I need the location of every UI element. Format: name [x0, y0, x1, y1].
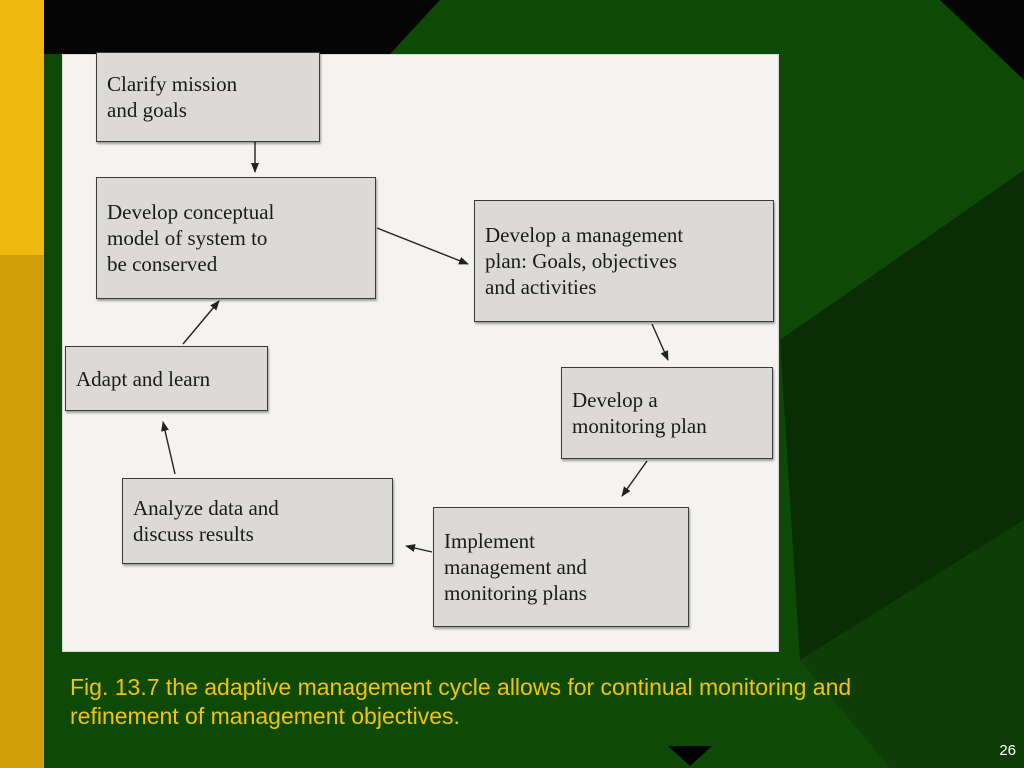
- node-adapt-and-learn: Adapt and learn: [65, 346, 268, 411]
- node-adapt-and-learn-label: Adapt and learn: [76, 366, 211, 391]
- node-analyze-data-label: Analyze data and discuss results: [133, 496, 279, 546]
- arrow-conceptual-to-plan: [376, 227, 469, 265]
- arrow-plan-to-monitoring: [651, 323, 669, 361]
- node-develop-management-plan-label: Develop a management plan: Goals, object…: [485, 223, 684, 299]
- node-implement-plans-label: Implement management and monitoring plan…: [444, 529, 587, 605]
- down-triangle-icon: [668, 746, 712, 766]
- diagram-arrows: [161, 142, 669, 553]
- node-develop-monitoring-plan: Develop a monitoring plan: [561, 367, 773, 459]
- node-implement-plans: Implement management and monitoring plan…: [433, 507, 689, 627]
- node-clarify-mission: Clarify mission and goals: [96, 52, 320, 142]
- adaptive-management-diagram: Clarify mission and goals Develop concep…: [62, 52, 779, 652]
- figure-caption: Fig. 13.7 the adaptive management cycle …: [70, 674, 852, 729]
- arrow-implement-to-analyze: [405, 544, 433, 553]
- node-develop-monitoring-plan-label: Develop a monitoring plan: [572, 388, 707, 438]
- arrow-analyze-to-adapt: [161, 421, 176, 475]
- node-develop-conceptual-model: Develop conceptual model of system to be…: [96, 177, 376, 299]
- page-number: 26: [999, 742, 1016, 759]
- node-develop-conceptual-model-label: Develop conceptual model of system to be…: [107, 200, 275, 276]
- arrow-adapt-to-conceptual: [182, 300, 220, 345]
- arrow-monitoring-to-implement: [621, 460, 648, 497]
- node-develop-management-plan: Develop a management plan: Goals, object…: [474, 200, 774, 322]
- node-analyze-data: Analyze data and discuss results: [122, 478, 393, 564]
- node-clarify-mission-label: Clarify mission and goals: [107, 72, 238, 122]
